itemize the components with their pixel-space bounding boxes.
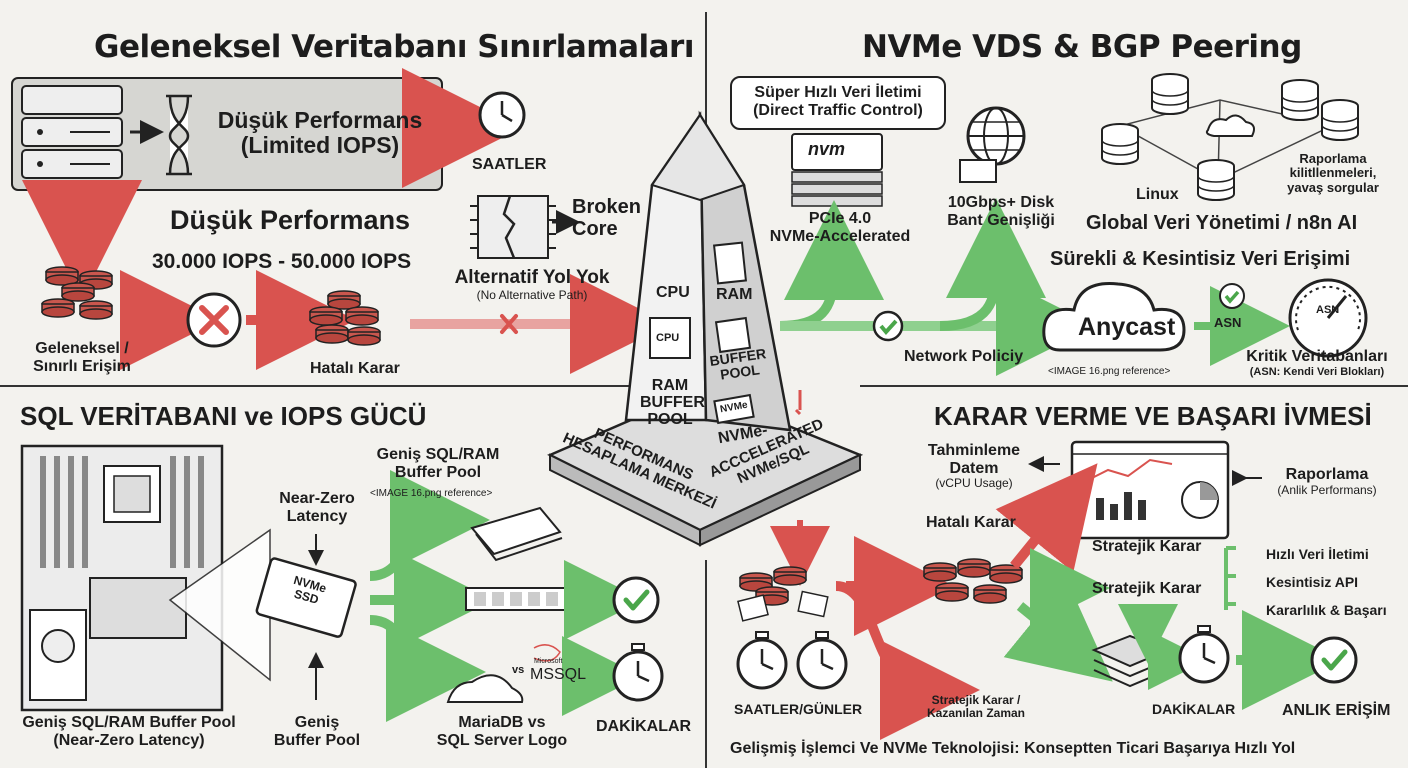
stopwatch-icon	[736, 630, 788, 690]
benefits-list: Hızlı Veri İletimi Kesintisiz API Kararl…	[1266, 540, 1387, 624]
wrong-decision-label: Hatalı Karar	[310, 360, 400, 377]
server-icon	[21, 85, 123, 179]
minutes-label-left: DAKİKALAR	[596, 718, 692, 735]
tower-cpu-chip: CPU	[656, 332, 680, 344]
vs-label: vs	[512, 664, 525, 676]
hours-label: SAATLER	[472, 156, 547, 173]
mariadb-seal-icon	[446, 674, 524, 703]
no-alternative-path: Alternatif Yol Yok (No Alternative Path)	[454, 267, 610, 302]
anycast-label: Anycast	[1078, 313, 1176, 341]
continuous-access-label: Sürekli & Kesintisiz Veri Erişimi	[1050, 248, 1351, 270]
section-title-traditional: Geleneksel Veritabanı Sınırlamaları	[94, 29, 694, 65]
database-stack-icon	[41, 266, 113, 320]
stopwatch-icon	[796, 630, 848, 690]
iops-range: 30.000 IOPS - 50.000 IOPS	[152, 250, 412, 273]
fast-transfer-box: Süper Hızlı Veri İletimi (Direct Traffic…	[730, 76, 946, 130]
disk-bandwidth-label: 10Gbps+ Disk Bant Genişliği	[947, 194, 1055, 229]
gauge-asn-label: ASN	[1316, 304, 1340, 316]
minutes-label-right: DAKİKALAR	[1152, 701, 1236, 717]
buffer-pool-top-label: Geniş SQL/RAM Buffer Pool	[376, 446, 500, 481]
network-policy-label: Network Policiy	[904, 348, 1024, 365]
tower-ram-label: RAM	[716, 286, 753, 303]
reporting-locked-label: Raporlama kilitllenmeleri, yavaş sorgula…	[1287, 151, 1379, 195]
cloud-icon	[1042, 282, 1186, 352]
broken-chip-icon	[470, 195, 556, 259]
pcie-label: PCIe 4.0 NVMe-Accelerated	[769, 210, 911, 245]
strategic-decision-2: Stratejik Karar	[1092, 580, 1202, 597]
database-stack-icon	[309, 290, 381, 346]
mariadb-vs-sql-label: MariaDB vs SQL Server Logo	[436, 714, 568, 749]
check-circle-icon	[1312, 638, 1356, 682]
image-reference-top: <IMAGE 16.png reference>	[1048, 366, 1171, 377]
broken-core-label: Broken Core	[572, 196, 641, 240]
traditional-access-label: Geleneksel / Sınırlı Erişim	[33, 340, 131, 375]
server-blade-stack-icon	[1091, 634, 1171, 688]
check-circle-icon	[614, 578, 658, 622]
motherboard-icon	[20, 444, 224, 712]
image-reference-bottom: <IMAGE 16.png reference>	[370, 488, 493, 499]
benefit-item: Kararlılık & Başarı	[1266, 602, 1387, 618]
linux-label: Linux	[1136, 186, 1179, 203]
ram-module-icon	[465, 587, 567, 611]
instant-access-label: ANLIK ERİŞİM	[1282, 702, 1391, 719]
nvme-chip-text: nvm	[808, 139, 846, 159]
tower-ram-buffer-pool: RAM BUFFER POOL	[640, 377, 705, 428]
gauge-icon	[1288, 278, 1368, 358]
wrong-decision-label-right: Hatalı Karar	[926, 514, 1016, 531]
strategic-time-label: Stratejik Karar / Kazanılan Zaman	[926, 693, 1026, 721]
strategic-decision-1: Stratejik Karar	[1092, 538, 1202, 555]
drive-tray-icon	[470, 506, 563, 562]
forecast-label: Tahminleme Datem (vCPU Usage)	[927, 442, 1021, 491]
wide-buffer-pool-label: Geniş Buffer Pool	[273, 714, 361, 749]
reporting-label: Raporlama (Anlik Performans)	[1277, 466, 1377, 497]
ssd-icon	[255, 557, 357, 638]
benefit-item: Kesintisiz API	[1266, 574, 1359, 590]
tower-cpu-label: CPU	[656, 284, 690, 301]
critical-databases-label: Kritik Veritabanları (ASN: Kendi Veri Bl…	[1246, 348, 1388, 378]
low-performance-box: Düşük Performans (Limited IOPS)	[217, 107, 423, 159]
paper-pile-icon	[737, 566, 829, 622]
near-zero-latency-label: Near-Zero Latency	[279, 490, 355, 525]
mssql-small-label: Microsoft	[534, 658, 563, 665]
footer-tagline: Gelişmiş İşlemci Ve NVMe Teknolojisi: Ko…	[730, 740, 1296, 757]
failure-x-icon	[186, 292, 242, 348]
low-performance-heading: Düşük Performans	[170, 205, 411, 235]
benefit-item: Hızlı Veri İletimi	[1266, 546, 1369, 562]
database-stack-icon	[923, 558, 1023, 604]
globe-icon	[959, 106, 1026, 183]
database-network-icon	[1101, 73, 1359, 201]
global-data-label: Global Veri Yönetimi / n8n AI	[1086, 212, 1358, 234]
stopwatch-icon	[1178, 624, 1230, 684]
section-title-sql: SQL VERİTABANI ve IOPS GÜCÜ	[20, 401, 427, 431]
performance-tower	[547, 110, 864, 547]
hours-days-label: SAATLER/GÜNLER	[734, 701, 863, 717]
clock-icon	[478, 91, 526, 139]
board-caption: Geniş SQL/RAM Buffer Pool (Near-Zero Lat…	[22, 714, 236, 749]
mssql-label: MSSQL	[530, 666, 587, 683]
dashboard-icon	[1070, 440, 1230, 540]
stopwatch-icon	[612, 642, 664, 702]
section-title-nvme: NVMe VDS & BGP Peering	[862, 29, 1302, 65]
section-title-decision: KARAR VERME VE BAŞARI İVMESİ	[934, 401, 1372, 431]
asn-tag: ASN	[1214, 315, 1242, 330]
